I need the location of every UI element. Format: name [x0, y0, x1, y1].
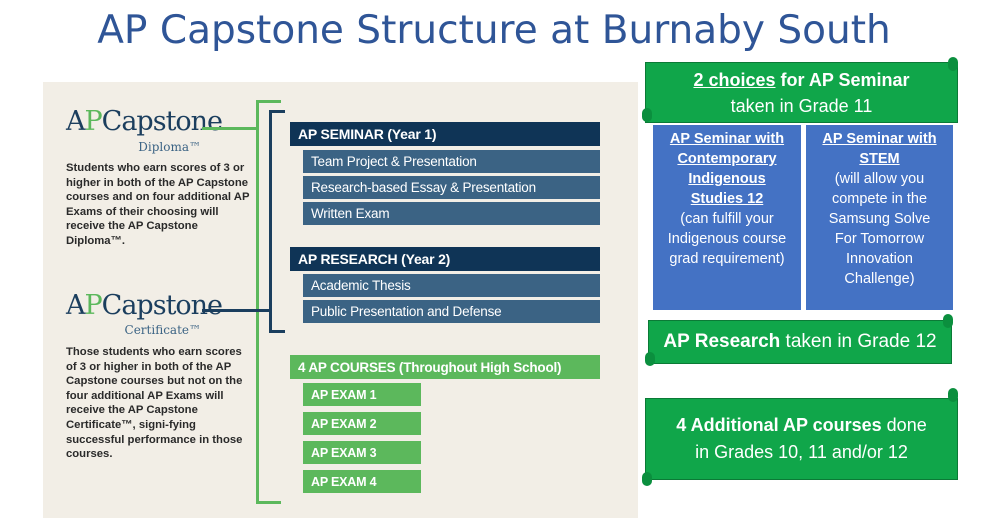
- navy-bracket: [269, 110, 272, 333]
- green-bracket-top: [256, 100, 281, 103]
- option-title-line: Contemporary: [677, 151, 777, 167]
- seminar-option-stem: AP Seminar with STEM (will allow you com…: [806, 125, 953, 310]
- green-bracket: [256, 100, 259, 504]
- scroll-curl-icon: [948, 388, 958, 402]
- ap-courses-header: 4 AP COURSES (Throughout High School): [290, 355, 600, 379]
- research-item: Academic Thesis: [303, 274, 600, 297]
- ap-exam-item: AP EXAM 4: [303, 470, 421, 493]
- certificate-label: Certificate™: [124, 323, 201, 337]
- diploma-connector: [202, 127, 258, 130]
- diploma-logo: APCapstone: [66, 106, 223, 137]
- banner-text: for AP Seminar: [775, 69, 910, 90]
- option-title-line: AP Seminar with: [669, 131, 785, 147]
- research-banner: AP Research taken in Grade 12: [648, 320, 952, 364]
- logo-ap: AP: [66, 290, 103, 321]
- option-title-line: Indigenous: [688, 171, 766, 187]
- seminar-item: Team Project & Presentation: [303, 150, 600, 173]
- certificate-description: Those students who earn scores of 3 or h…: [66, 346, 243, 461]
- ap-exam-item: AP EXAM 1: [303, 383, 421, 406]
- banner-line2: in Grades 10, 11 and/or 12: [695, 442, 908, 462]
- option-title-line: AP Seminar with: [822, 131, 937, 147]
- ap-exam-item: AP EXAM 2: [303, 412, 421, 435]
- diploma-label: Diploma™: [138, 140, 201, 154]
- ap-exam-item: AP EXAM 3: [303, 441, 421, 464]
- seminar-choices-banner: 2 choices for AP Seminar taken in Grade …: [645, 62, 958, 123]
- banner-text: done: [881, 415, 927, 435]
- banner-bold-text: AP Research: [663, 331, 781, 352]
- certificate-connector: [202, 309, 272, 312]
- scroll-curl-icon: [642, 108, 652, 122]
- research-item: Public Presentation and Defense: [303, 300, 600, 323]
- seminar-item: Written Exam: [303, 202, 600, 225]
- scroll-curl-icon: [645, 352, 655, 366]
- diploma-description: Students who earn scores of 3 or higher …: [66, 162, 250, 247]
- courses-banner: 4 Additional AP courses done in Grades 1…: [645, 398, 958, 480]
- ap-research-header: AP RESEARCH (Year 2): [290, 247, 600, 271]
- banner-line2: taken in Grade 11: [730, 95, 873, 116]
- certificate-logo: APCapstone: [66, 290, 223, 321]
- banner-bold-text: 2 choices: [693, 69, 776, 90]
- scroll-curl-icon: [642, 472, 652, 486]
- scroll-curl-icon: [948, 57, 958, 71]
- seminar-item: Research-based Essay & Presentation: [303, 176, 600, 199]
- scroll-curl-icon: [943, 314, 953, 328]
- ap-seminar-header: AP SEMINAR (Year 1): [290, 122, 600, 146]
- banner-text: taken in Grade 12: [780, 331, 937, 352]
- option-body: (can fulfill your Indigenous course grad…: [667, 211, 787, 267]
- navy-bracket-bottom: [269, 330, 285, 333]
- logo-capstone: Capstone: [101, 106, 223, 137]
- logo-ap: AP: [66, 106, 103, 137]
- option-title-line: STEM: [859, 151, 900, 167]
- navy-bracket-top: [269, 110, 285, 113]
- logo-capstone: Capstone: [101, 290, 223, 321]
- page-title: AP Capstone Structure at Burnaby South: [97, 8, 891, 53]
- option-title-line: Studies 12: [690, 191, 764, 207]
- option-body: (will allow you compete in the Samsung S…: [828, 171, 931, 287]
- seminar-option-indigenous: AP Seminar with Contemporary Indigenous …: [653, 125, 801, 310]
- banner-bold-text: 4 Additional AP courses: [676, 415, 882, 435]
- green-bracket-bottom: [256, 501, 281, 504]
